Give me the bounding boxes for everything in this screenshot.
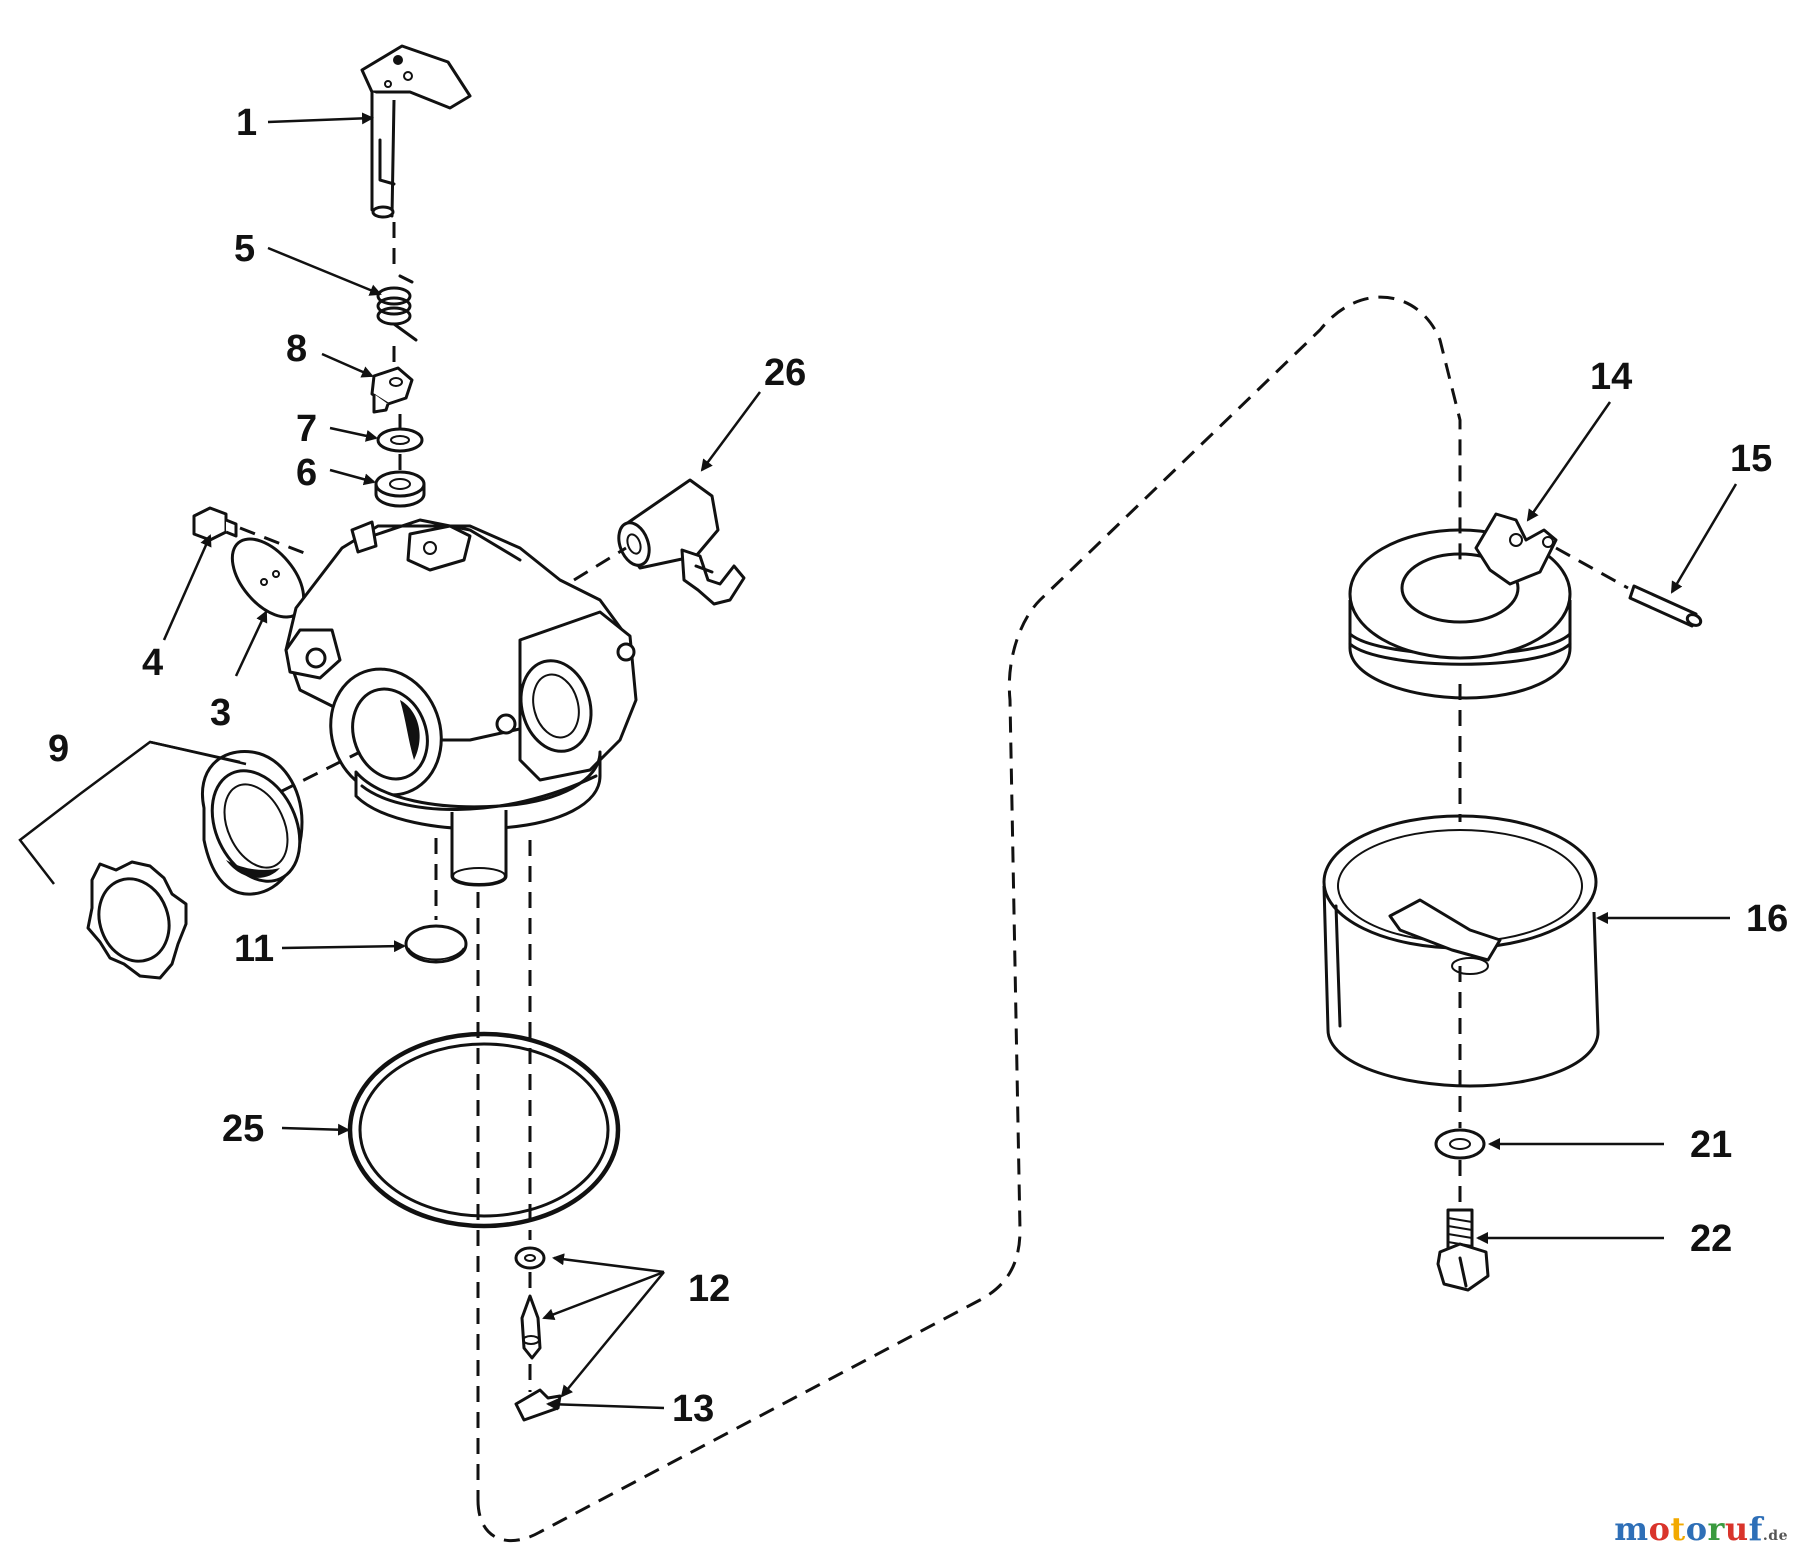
watermark-tld: .de [1762, 1528, 1788, 1544]
part-14-float [1348, 512, 1572, 700]
part-21-bowl-washer [1434, 1128, 1486, 1160]
callout-13: 13 [672, 1388, 715, 1430]
watermark-letter: o [1685, 1510, 1708, 1548]
callout-7: 7 [296, 408, 318, 450]
watermark-letter: r [1707, 1510, 1725, 1548]
part-22-bowl-nut [1436, 1208, 1490, 1292]
watermark-letter: t [1670, 1510, 1686, 1548]
callout-8: 8 [286, 328, 308, 370]
callout-26: 26 [764, 352, 807, 394]
watermark-letter: u [1724, 1510, 1749, 1548]
assembly-dashed-lines [239, 222, 1629, 1542]
callout-14: 14 [1590, 356, 1633, 398]
watermark-letter: f [1748, 1510, 1763, 1548]
part-12-inlet-needle-seat [514, 1246, 546, 1360]
part-4-screw [192, 506, 238, 542]
callout-12: 12 [688, 1268, 731, 1310]
callout-25: 25 [222, 1108, 265, 1150]
leader-lines [18, 112, 1738, 1411]
watermark-letter: m [1614, 1510, 1649, 1548]
part-6-seal [374, 470, 426, 508]
part-8-clip [370, 366, 414, 414]
part-1-throttle-shaft [360, 44, 472, 219]
part-5-spring [376, 274, 418, 342]
callout-22: 22 [1690, 1218, 1733, 1260]
part-13-needle-clip [514, 1388, 562, 1422]
part-9-primer-assembly [86, 750, 304, 980]
part-7-washer [376, 427, 424, 453]
part-26-fuel-inlet [617, 478, 746, 606]
carburetor-body [284, 518, 638, 887]
motoruf-watermark: motoruf.de [1614, 1510, 1788, 1548]
part-15-float-pin [1628, 584, 1703, 628]
callout-21: 21 [1690, 1124, 1733, 1166]
watermark-letter: o [1648, 1510, 1671, 1548]
part-16-float-bowl [1322, 814, 1600, 1088]
callout-3: 3 [210, 692, 232, 734]
callout-5: 5 [234, 228, 256, 270]
callout-1: 1 [236, 102, 258, 144]
callout-4: 4 [142, 642, 164, 684]
part-25-bowl-gasket [347, 1031, 621, 1229]
callout-9: 9 [48, 728, 70, 770]
callout-16: 16 [1746, 898, 1789, 940]
part-11-welch-plug [404, 924, 468, 964]
callout-11: 11 [234, 928, 275, 970]
callout-15: 15 [1730, 438, 1773, 480]
callout-6: 6 [296, 452, 318, 494]
